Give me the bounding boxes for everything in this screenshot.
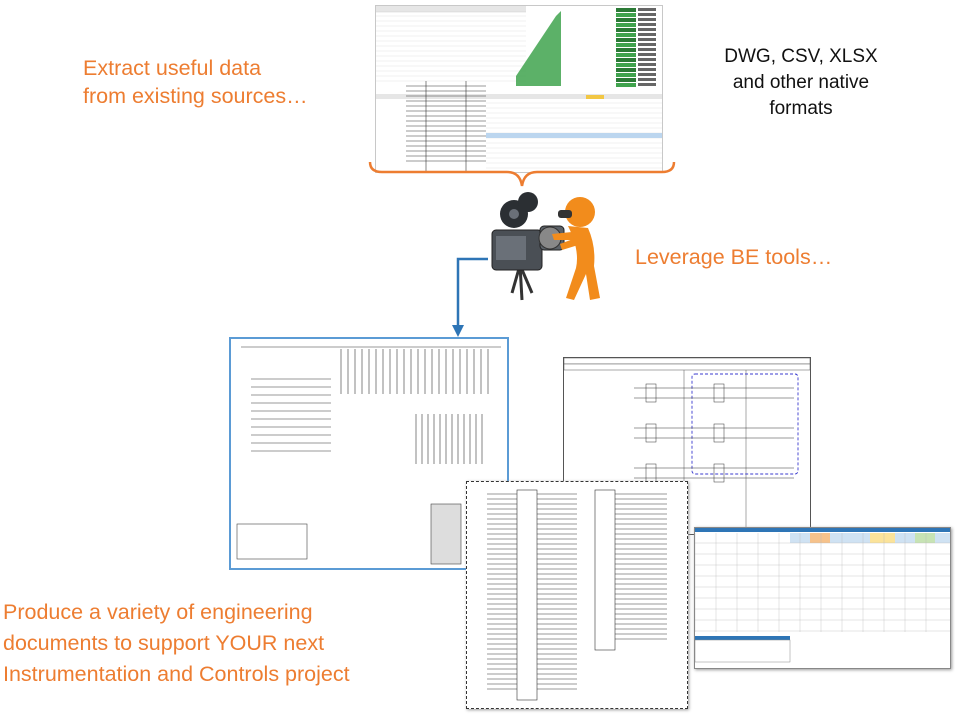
caption-extract: Extract useful data from existing source… xyxy=(83,54,308,110)
down-arrow-icon xyxy=(452,257,488,337)
caption-produce-line-2: documents to support YOUR next xyxy=(3,631,325,655)
source-spreadsheet-thumbnail xyxy=(375,5,663,173)
index-spreadsheet-thumbnail xyxy=(694,527,951,669)
termination-drawing-thumbnail xyxy=(466,481,688,709)
caption-leverage: Leverage BE tools… xyxy=(635,245,833,269)
caption-produce-line-3: Instrumentation and Controls project xyxy=(3,662,350,686)
caption-extract-line-2: from existing sources… xyxy=(83,84,308,108)
caption-produce: Produce a variety of engineering documen… xyxy=(3,597,350,690)
caption-formats-line-2: and other native xyxy=(732,72,870,93)
loop-diagram-thumbnail xyxy=(229,337,509,570)
caption-formats-line-1: DWG, CSV, XLSX xyxy=(724,46,878,67)
spreadsheet-drawing xyxy=(376,6,662,171)
curly-brace-icon xyxy=(368,161,676,187)
caption-formats-line-3: formats xyxy=(769,98,833,119)
caption-formats: DWG, CSV, XLSX and other native formats xyxy=(708,44,894,122)
caption-produce-line-1: Produce a variety of engineering xyxy=(3,600,313,624)
stick-figure-camera-icon xyxy=(491,192,600,301)
caption-extract-line-1: Extract useful data xyxy=(83,56,262,80)
